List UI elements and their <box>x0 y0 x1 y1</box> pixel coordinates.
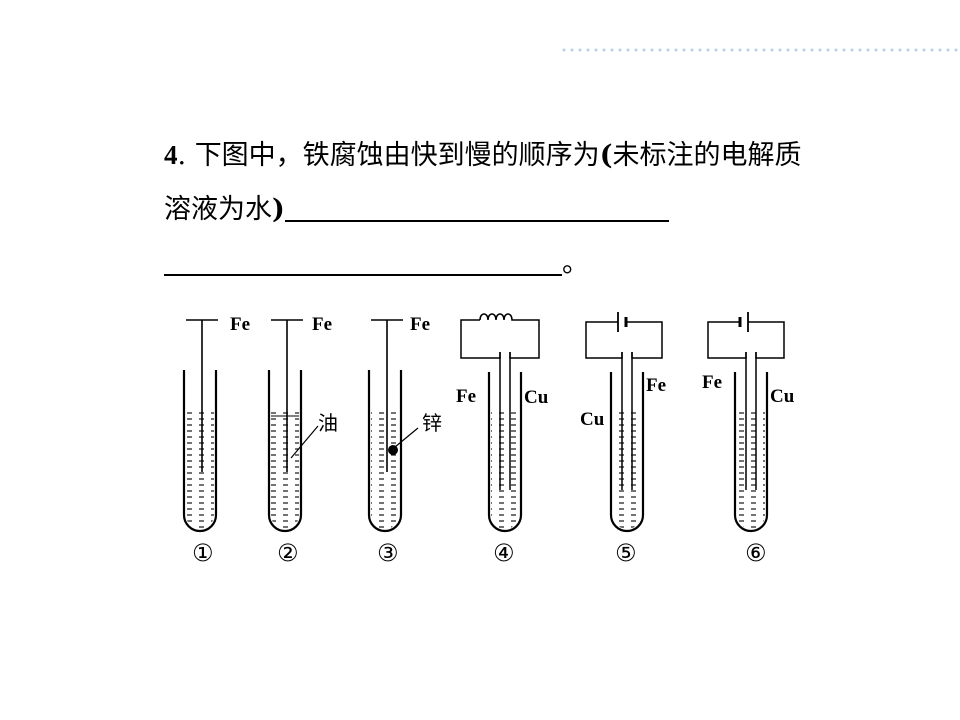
tube-6: Fe Cu ⑥ <box>702 312 795 567</box>
tube-2-label-oil: 油 <box>318 411 338 435</box>
question-number-separator: . <box>177 140 187 171</box>
tube-3-number: ③ <box>377 539 399 567</box>
tube-5-label-cu: Cu <box>580 409 605 430</box>
tube-4: Fe Cu ④ <box>456 313 549 567</box>
tube-3-liquid <box>371 410 399 529</box>
tube-6-number: ⑥ <box>745 539 767 567</box>
corrosion-figure: Fe ① Fe 油 ② Fe 锌 ③ Fe Cu ④ <box>182 312 795 567</box>
tube-4-glass <box>487 372 523 533</box>
tube-5-glass <box>609 372 645 533</box>
tube-6-glass <box>733 372 769 533</box>
tube-4-label-cu: Cu <box>524 387 549 408</box>
end-mark: 。 <box>562 248 589 279</box>
tube-3-zinc-pointer <box>394 427 419 448</box>
tube-6-liquid <box>737 412 765 529</box>
tube-1-glass <box>182 370 218 533</box>
tube-3-glass <box>367 370 403 533</box>
tube-3: Fe 锌 ③ <box>367 314 442 567</box>
question-text: 4. 下图中，铁腐蚀由快到慢的顺序为(未标注的电解质溶液为水) 。 <box>164 128 824 291</box>
question-prompt: 下图中，铁腐蚀由快到慢的顺序为 <box>194 140 600 171</box>
tube-2-glass <box>267 370 303 533</box>
tube-5-label-fe: Fe <box>646 375 666 396</box>
paren-open: ( <box>599 140 613 171</box>
tube-5: Fe Cu ⑤ <box>580 312 666 567</box>
tube-6-label-fe: Fe <box>702 372 722 393</box>
tube-2-liquid <box>271 410 299 529</box>
decorative-dotted-line <box>560 47 960 53</box>
tube-2-label-fe: Fe <box>312 314 332 335</box>
answer-blank-2[interactable] <box>164 244 562 276</box>
paren-close: ) <box>272 194 285 225</box>
answer-blank-1[interactable] <box>284 190 669 222</box>
tube-2-number: ② <box>277 539 299 567</box>
tube-4-label-fe: Fe <box>456 386 476 407</box>
tube-3-label-zinc: 锌 <box>422 411 442 435</box>
question-note: 未标注的电解质溶液为水 <box>164 140 802 225</box>
tube-3-label-fe: Fe <box>410 314 430 335</box>
tube-4-number: ④ <box>493 539 515 567</box>
tube-2-oil-pointer <box>290 425 319 459</box>
tube-1-liquid <box>186 410 214 529</box>
tube-1-label-fe: Fe <box>230 314 250 335</box>
tube-1-number: ① <box>192 539 214 567</box>
tube-6-label-cu: Cu <box>770 386 795 407</box>
tube-5-liquid <box>613 412 641 529</box>
question-number: 4 <box>164 140 178 170</box>
tube-3-zinc-ball <box>388 445 398 455</box>
tube-2: Fe 油 ② <box>267 314 338 567</box>
tube-4-liquid <box>491 412 519 529</box>
tube-5-number: ⑤ <box>615 539 637 567</box>
tube-1: Fe ① <box>182 314 250 567</box>
tube-4-lamp-coil <box>479 313 520 321</box>
